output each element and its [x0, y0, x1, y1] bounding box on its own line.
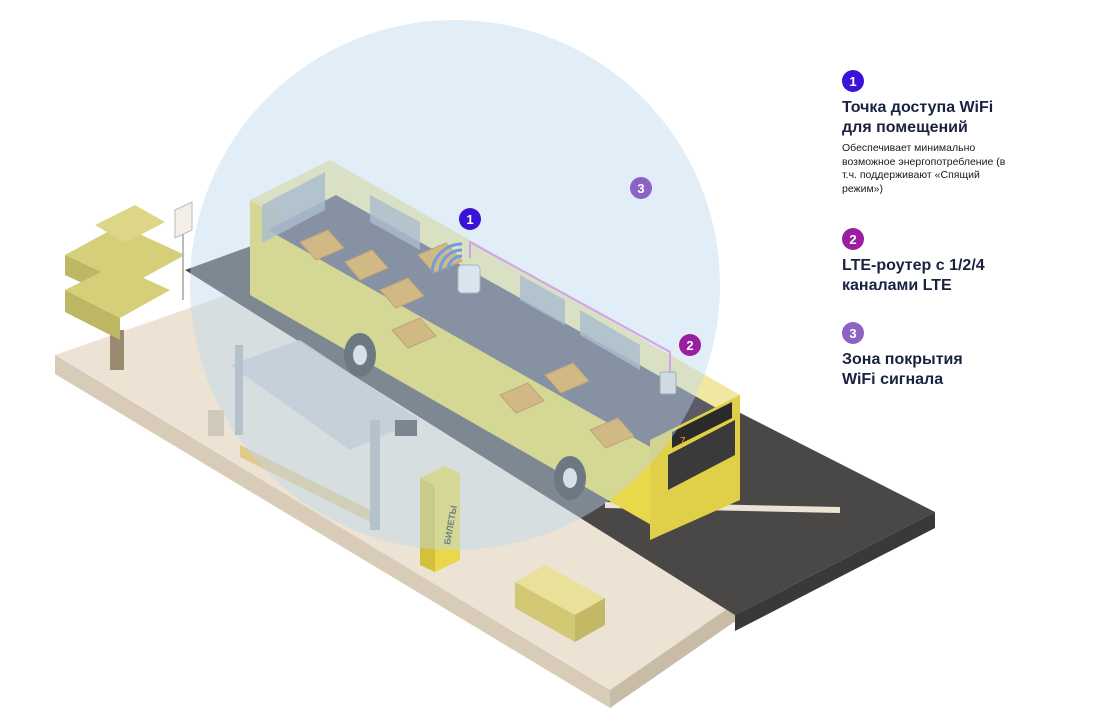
callout-wifi-access-point: 1 [459, 208, 481, 230]
legend-item-wifi-access-point: 1 Точка доступа WiFi для помещений Обесп… [842, 70, 1082, 196]
trash-bin [208, 410, 224, 436]
legend-description-1: Обеспечивает минимально возможное энерго… [842, 142, 1006, 195]
bus-wheels [344, 333, 586, 500]
legend-item-coverage-zone: 3 Зона покрытия WiFi сигнала [842, 322, 1082, 390]
bench [515, 565, 605, 642]
lte-router-device [659, 371, 677, 395]
wifi-coverage-zone [190, 20, 720, 550]
wifi-access-point [430, 242, 481, 294]
legend-badge-1: 1 [842, 70, 864, 92]
legend-badge-2: 2 [842, 228, 864, 250]
ticket-kiosk: БИЛЕТЫ [420, 466, 460, 572]
bus: 7 [250, 160, 740, 540]
bus-seats [299, 229, 635, 449]
tree [65, 205, 185, 370]
stop-sign [174, 201, 193, 300]
bus-route-number: 7 [680, 436, 686, 447]
legend-item-lte-router: 2 LTE-роутер с 1/2/4 каналами LTE [842, 228, 1082, 296]
legend-title-2: LTE-роутер с 1/2/4 каналами LTE [842, 257, 985, 294]
network-cable [469, 240, 671, 380]
legend-badge-3: 3 [842, 322, 864, 344]
bus-windows [262, 172, 640, 370]
legend-title-1: Точка доступа WiFi для помещений [842, 99, 994, 136]
legend-title-3: Зона покрытия WiFi сигнала [842, 351, 963, 388]
callout-lte-router: 2 [679, 334, 701, 356]
callout-coverage-zone: 3 [630, 177, 652, 199]
bus-shelter [230, 340, 420, 530]
